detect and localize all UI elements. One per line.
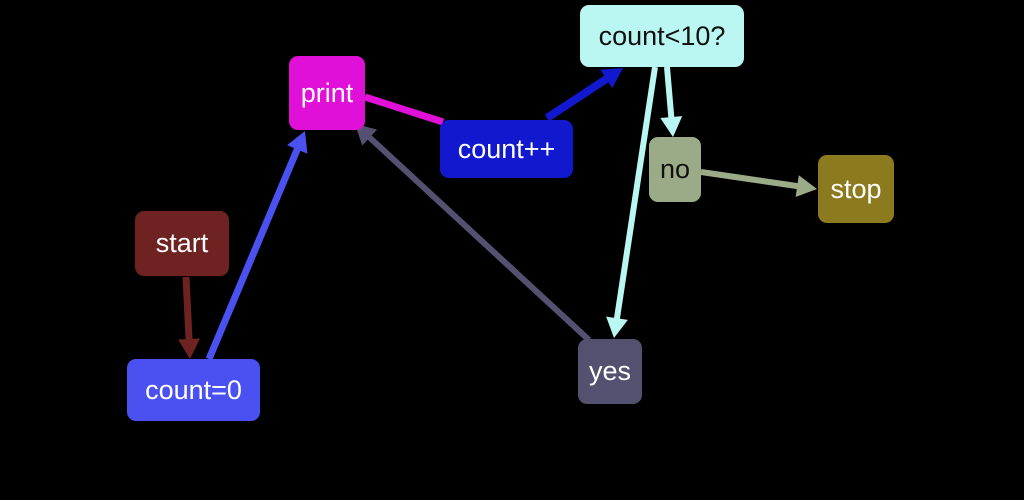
node-count0[interactable]: count=0 — [127, 359, 260, 421]
node-count-increment[interactable]: count++ — [440, 120, 573, 178]
arrowhead-cond-to-no — [660, 116, 683, 137]
edge-cond-to-no — [664, 66, 676, 127]
edge-print-to-countpp — [363, 93, 445, 126]
node-stop-label: stop — [830, 173, 882, 204]
edge-count0-to-print — [205, 139, 304, 361]
node-yes-label: yes — [588, 356, 632, 386]
node-print-label: print — [300, 77, 354, 108]
node-condition-label: count<10? — [598, 20, 726, 51]
edge-yes-to-print — [361, 129, 592, 343]
arrowhead-start-to-count0 — [178, 338, 201, 359]
node-yes[interactable]: yes — [578, 339, 642, 404]
node-start[interactable]: start — [135, 211, 229, 276]
arrowhead-countpp-to-cond — [600, 68, 623, 89]
node-no-label: no — [659, 154, 691, 184]
node-no[interactable]: no — [649, 137, 701, 202]
node-condition[interactable]: count<10? — [580, 5, 744, 67]
node-start-label: start — [155, 228, 209, 258]
edge-cond-to-yes — [612, 66, 658, 328]
edge-no-to-stop — [700, 169, 807, 191]
node-count0-label: count=0 — [145, 374, 242, 405]
arrowhead-no-to-stop — [795, 175, 817, 197]
arrowhead-yes-to-print — [355, 124, 378, 146]
node-count-increment-label: count++ — [457, 133, 556, 164]
edge-start-to-count0 — [182, 276, 193, 349]
node-print[interactable]: print — [289, 56, 365, 130]
arrowhead-count0-to-print — [287, 131, 308, 154]
arrowhead-cond-to-yes — [606, 316, 628, 338]
node-stop[interactable]: stop — [818, 155, 894, 223]
edge-countpp-to-cond — [544, 70, 617, 122]
